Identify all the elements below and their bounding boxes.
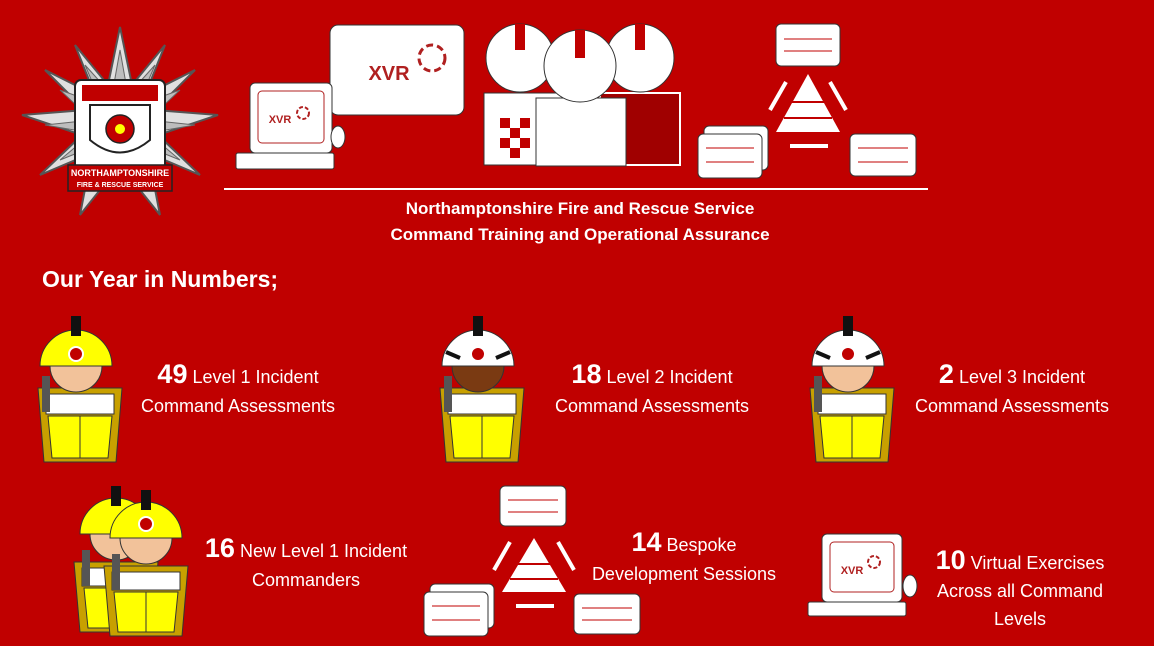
page-title-line2: Command Training and Operational Assuran… [390, 225, 770, 244]
section-title: Our Year in Numbers; [42, 266, 279, 292]
level2-commander-icon [439, 316, 525, 463]
stat-level2-assessments: 18 Level 2 Incident Command Assessments [532, 360, 772, 421]
stat-number: 16 [204, 533, 235, 563]
new-commanders-icon [73, 486, 189, 637]
stat-number: 18 [571, 359, 602, 389]
stat-new-commanders: 16 New Level 1 Incident Commanders [180, 534, 432, 595]
stat-level3-assessments: 2 Level 3 Incident Command Assessments [892, 360, 1132, 421]
stat-label-line1: Level 1 Incident [192, 367, 319, 387]
page-title-line1: Northamptonshire Fire and Rescue Service [405, 199, 755, 218]
stat-label-line1: Level 3 Incident [958, 367, 1086, 387]
development-cycle-icon [697, 23, 917, 179]
level3-commander-icon [809, 316, 895, 463]
commander-front-figure [103, 490, 189, 637]
header-divider [224, 188, 928, 190]
stat-label-line2: Development Sessions [591, 564, 777, 584]
stat-virtual-exercises: 10 Virtual Exercises Across all Command … [910, 546, 1130, 633]
bespoke-sessions-icon [423, 485, 641, 637]
level1-commander-icon [37, 316, 123, 463]
stat-number: 14 [631, 527, 662, 557]
stat-label-line2: Command Assessments [140, 396, 336, 416]
stat-number: 49 [157, 359, 188, 389]
stat-label-line2: Command Assessments [914, 396, 1110, 416]
xvr-computer-icon: XVR XVR [235, 24, 465, 170]
stat-label-line2: Commanders [251, 570, 361, 590]
stat-level1-assessments: 49 Level 1 Incident Command Assessments [118, 360, 358, 421]
xvr-label-large: XVR [368, 63, 410, 85]
stat-label-line3: Levels [993, 609, 1047, 629]
stat-label-line1: Bespoke [666, 535, 737, 555]
badge-text-line1: NORTHAMPTONSHIRE [71, 168, 169, 178]
stat-label-line1: Level 2 Incident [606, 367, 733, 387]
stat-label-line2: Command Assessments [554, 396, 750, 416]
xvr-label-small: XVR [269, 114, 292, 126]
fire-service-badge-logo: NORTHAMPTONSHIRE FIRE & RESCUE SERVICE [21, 26, 219, 216]
stat-bespoke-sessions: 14 Bespoke Development Sessions [574, 528, 794, 589]
badge-text-line2: FIRE & RESCUE SERVICE [77, 182, 164, 189]
stat-label-line2: Across all Command [936, 581, 1104, 601]
stat-number: 10 [935, 545, 966, 575]
command-team-icon [483, 23, 681, 167]
stat-label-line1: Virtual Exercises [970, 553, 1105, 573]
stat-label-line1: New Level 1 Incident [239, 541, 408, 561]
virtual-exercises-icon: XVR [807, 533, 918, 617]
xvr-label-row2: XVR [841, 565, 864, 577]
stat-number: 2 [938, 359, 954, 389]
